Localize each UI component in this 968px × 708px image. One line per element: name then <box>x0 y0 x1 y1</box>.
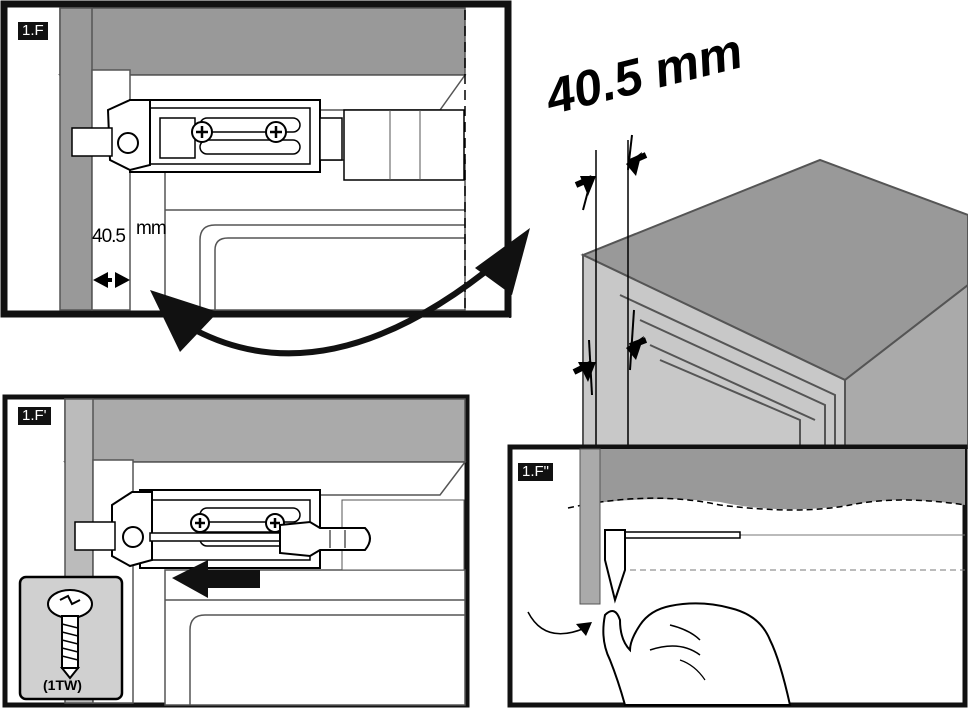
appliance-perspective-view <box>509 5 968 449</box>
hinge-bracket <box>71 99 465 181</box>
screw-label: (1TW) <box>43 677 82 693</box>
panel-1f-prime <box>2 394 470 708</box>
panel-tag-1f-double-prime: 1.F" <box>517 462 554 482</box>
panel-tag-1f-prime: 1.F' <box>17 406 52 426</box>
panel-tag-1f: 1.F <box>17 21 49 41</box>
push-left-arrow <box>172 560 260 598</box>
rotation-arrow <box>150 228 530 357</box>
measurement-value-small-upright: 40.5 <box>92 226 126 247</box>
screw-callout <box>18 575 124 701</box>
panel-1f-double-prime <box>507 444 968 708</box>
hand-icon <box>602 602 792 706</box>
pull-arrow <box>527 611 586 635</box>
panel-1f <box>0 0 512 318</box>
measurement-unit-small: mm <box>136 218 167 239</box>
screw-head <box>265 121 287 143</box>
screwdriver-icon <box>149 520 371 558</box>
hinge-bracket <box>74 489 465 571</box>
screw-head <box>191 121 213 143</box>
